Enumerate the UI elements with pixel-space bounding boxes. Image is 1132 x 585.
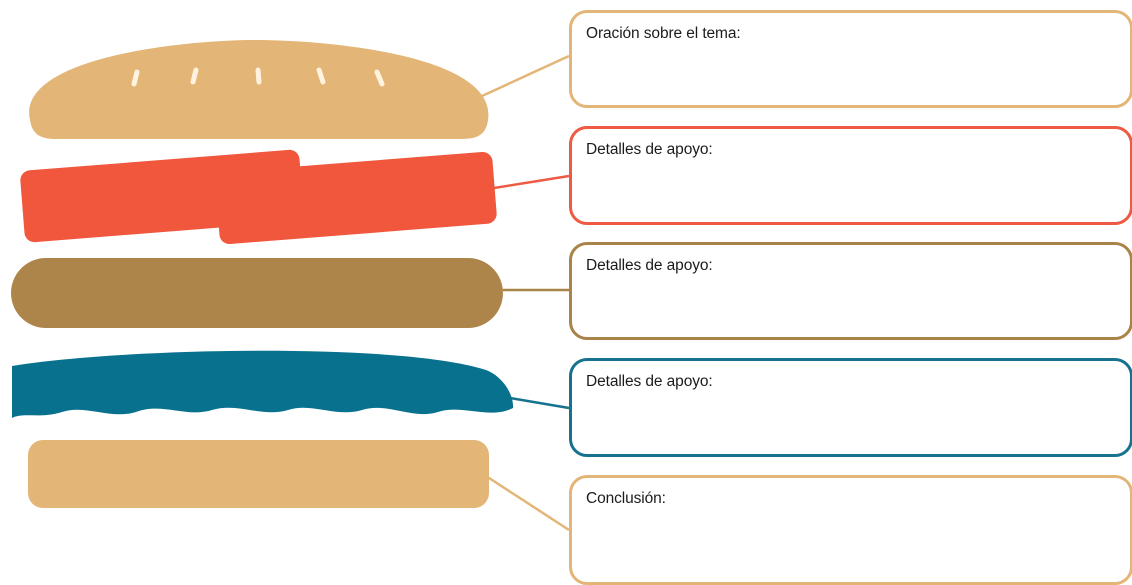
connector-detail1 bbox=[493, 174, 570, 190]
patty-icon bbox=[11, 258, 503, 328]
supporting-details-label-2: Detalles de apoyo: bbox=[586, 257, 713, 274]
tomato-slices-icon bbox=[20, 149, 497, 245]
topic-sentence-label: Oración sobre el tema: bbox=[586, 25, 741, 42]
conclusion-label: Conclusión: bbox=[586, 490, 666, 507]
connector-detail3 bbox=[509, 396, 570, 410]
bottom-bun-icon bbox=[28, 440, 489, 508]
connector-conclusion bbox=[485, 474, 570, 532]
supporting-details-box-3[interactable]: Detalles de apoyo: bbox=[569, 358, 1132, 457]
supporting-details-label-3: Detalles de apoyo: bbox=[586, 373, 713, 390]
conclusion-box[interactable]: Conclusión: bbox=[569, 475, 1132, 585]
top-bun-icon bbox=[29, 40, 489, 139]
burger-diagram bbox=[11, 40, 570, 532]
supporting-details-box-1[interactable]: Detalles de apoyo: bbox=[569, 126, 1132, 225]
connector-topic bbox=[481, 54, 570, 98]
supporting-details-box-2[interactable]: Detalles de apoyo: bbox=[569, 242, 1132, 340]
supporting-details-label-1: Detalles de apoyo: bbox=[586, 141, 713, 158]
topic-sentence-box[interactable]: Oración sobre el tema: bbox=[569, 10, 1132, 108]
lettuce-icon bbox=[12, 350, 514, 418]
